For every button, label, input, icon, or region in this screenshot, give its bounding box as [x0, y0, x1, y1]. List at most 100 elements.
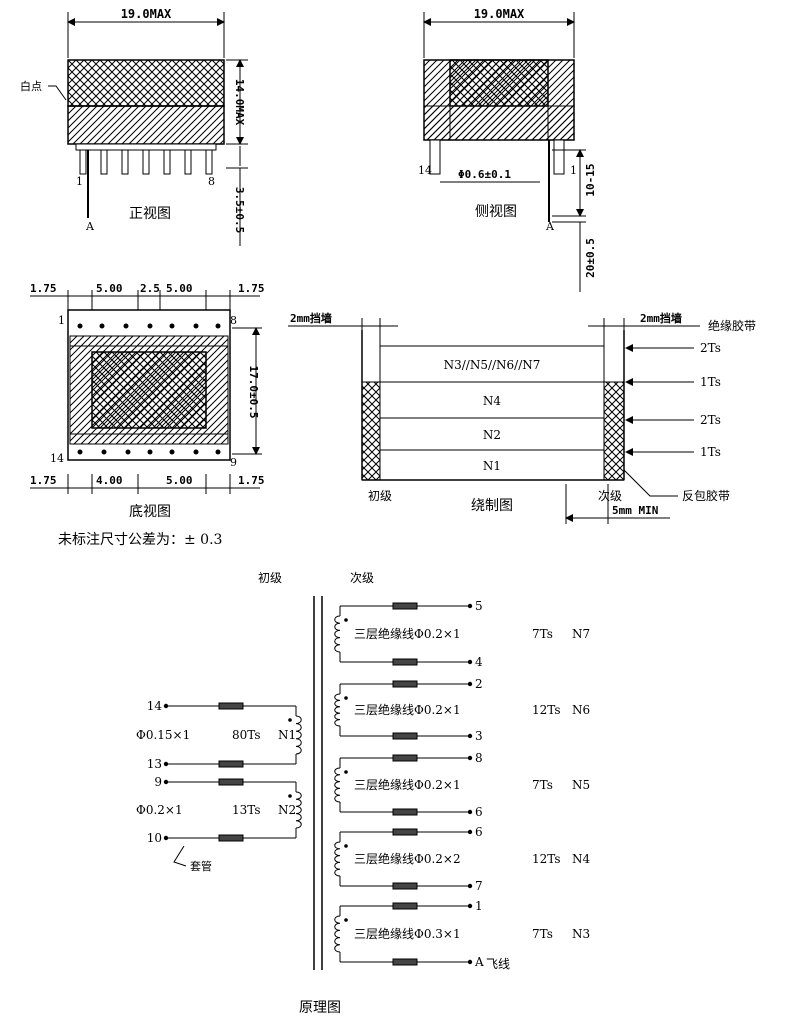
coil: [295, 791, 302, 829]
side-pin-dim: Φ0.6±0.1: [458, 168, 511, 181]
front-view-caption: 正视图: [129, 206, 171, 222]
schematic-secondary-label: 次级: [350, 571, 374, 585]
margin-right: 2mm挡墙: [640, 311, 682, 325]
front-pin: [142, 149, 150, 175]
bottom-dim-top-2: 5.00: [96, 282, 123, 295]
front-pin: [100, 149, 108, 175]
pin-label: 1: [475, 899, 483, 913]
primary-winding-spec: Φ0.15×1: [136, 728, 190, 742]
polarity-dot: [344, 918, 348, 922]
pin-label: 13: [147, 757, 162, 771]
primary-winding-name: N2: [278, 803, 296, 817]
side-view-caption: 侧视图: [475, 204, 517, 220]
winding-secondary: 次级: [598, 489, 622, 503]
pin-label: 3: [475, 729, 483, 743]
schematic-caption: 原理图: [299, 1000, 341, 1016]
tolerance-note: 未标注尺寸公差为：± 0.3: [58, 532, 222, 548]
pin-label: 9: [154, 775, 162, 789]
front-pin: [184, 149, 192, 175]
sleeve-tube: [392, 808, 418, 816]
secondary-winding-spec: 三层绝缘线Φ0.2×1: [354, 777, 461, 792]
pin-dot: [467, 903, 473, 909]
front-pin-left: 1: [76, 175, 83, 188]
bottom-view: 1.75 5.00 2.5 5.00 1.75 1 8 14 9 17.0±0.…: [30, 282, 265, 520]
pin-label: 5: [475, 599, 483, 613]
pin-label: 8: [475, 751, 483, 765]
turn-label: 2Ts: [700, 413, 721, 427]
bottom-pin-14: 14: [50, 452, 64, 465]
pin-label: 6: [475, 805, 483, 819]
bottom-pin-bottom: [147, 449, 153, 455]
side-pin-left: 14: [418, 164, 432, 177]
primary-winding-turns: 13Ts: [232, 803, 261, 817]
bottom-dim-bot-2: 4.00: [96, 474, 123, 487]
side-lead-dim: 20±0.5: [584, 238, 597, 278]
primary-winding-name: N1: [278, 728, 296, 742]
secondary-winding-turns: 7Ts: [532, 927, 553, 941]
coil: [334, 693, 341, 727]
turn-label: 1Ts: [700, 445, 721, 459]
side-width-dim: 19.0MAX: [474, 7, 525, 21]
secondary-winding-spec: 三层绝缘线Φ0.3×1: [354, 926, 461, 941]
primary-winding-spec: Φ0.2×1: [136, 803, 183, 817]
polarity-dot: [344, 770, 348, 774]
front-pin: [79, 149, 87, 175]
pin-dot: [467, 809, 473, 815]
front-pins: [79, 149, 213, 218]
coil: [334, 915, 341, 953]
front-pin-a: A: [85, 220, 95, 233]
bottom-height-dim: 17.0±0.5: [247, 366, 260, 419]
winding-layer-label: N1: [483, 459, 501, 473]
pin-dot: [163, 835, 169, 841]
bottom-pin-top: [147, 323, 153, 329]
front-pin: [121, 149, 129, 175]
secondary-winding-name: N3: [572, 927, 590, 941]
bottom-view-caption: 底视图: [129, 504, 171, 520]
bottom-dim-top-1: 1.75: [30, 282, 57, 295]
turn-label: 2Ts: [700, 341, 721, 355]
pin-label: 7: [475, 879, 483, 893]
bottom-pin-top: [215, 323, 221, 329]
bottom-pin-top: [99, 323, 105, 329]
bottom-pin-bottom: [215, 449, 221, 455]
bottom-pin-top: [123, 323, 129, 329]
sleeve-tube: [392, 658, 418, 666]
lead-dim: 5mm MIN: [612, 504, 658, 517]
bottom-dim-bot-1: 1.75: [30, 474, 57, 487]
bottom-dim-top-4: 5.00: [166, 282, 193, 295]
bottom-dim-top-3: 2.5: [140, 282, 160, 295]
pin-dot: [467, 681, 473, 687]
bottom-pin-1: 1: [58, 314, 65, 327]
white-dot-label: 白点: [20, 79, 42, 93]
side-pin-a: A: [545, 220, 555, 233]
primary-winding-turns: 80Ts: [232, 728, 261, 742]
front-pin: [163, 149, 171, 175]
pin-label: 10: [147, 831, 162, 845]
sleeve-tube: [392, 732, 418, 740]
side-core: [449, 59, 549, 107]
front-view: 19.0MAX 14.0MAX 3.5±0.5 白点 1 8 A 正视图: [20, 7, 248, 246]
coil: [334, 767, 341, 803]
pin-dot: [163, 779, 169, 785]
front-pin-dim: 3.5±0.5: [233, 187, 246, 233]
coil: [334, 615, 341, 653]
pin-dot: [163, 703, 169, 709]
sleeve-tube: [392, 828, 418, 836]
pin-dot: [467, 659, 473, 665]
secondary-winding-name: N7: [572, 627, 590, 641]
sleeve-tube: [392, 882, 418, 890]
bottom-pin-bottom: [101, 449, 107, 455]
bottom-pin-bottom: [125, 449, 131, 455]
side-offset-dim: 10-15: [584, 163, 597, 196]
secondary-winding-turns: 7Ts: [532, 627, 553, 641]
bottom-pin-8: 8: [230, 314, 237, 327]
secondary-winding-turns: 12Ts: [532, 703, 561, 717]
schematic-primary-label: 初级: [258, 571, 282, 585]
sleeve-tube: [392, 902, 418, 910]
bottom-pin-top: [193, 323, 199, 329]
sleeve-tube: [392, 602, 418, 610]
